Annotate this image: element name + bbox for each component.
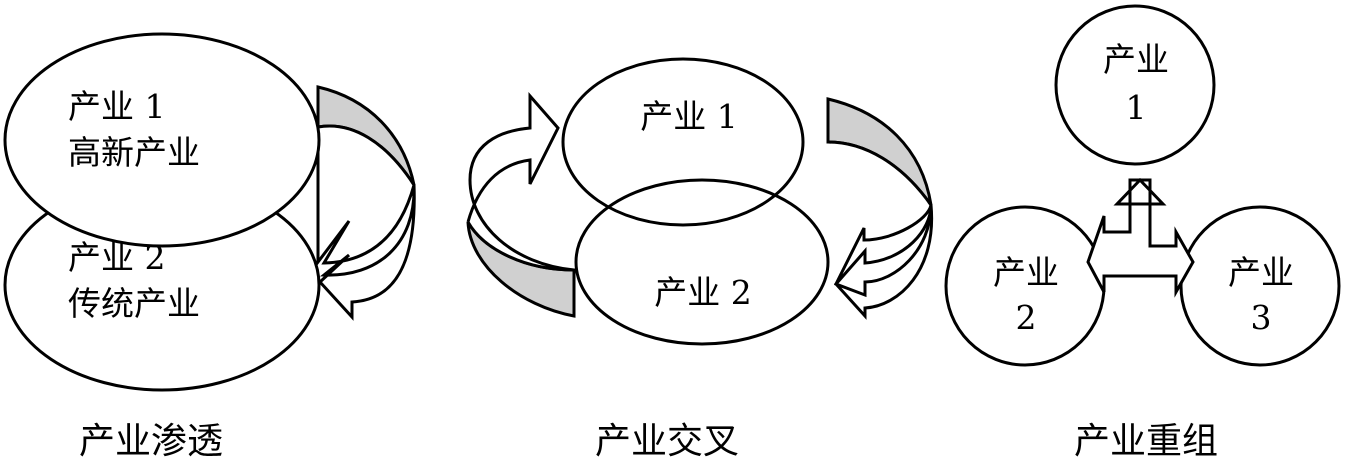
reorganization-circle-1-line1: 产业: [1103, 40, 1169, 79]
penetration-bottom-line2: 传统产业: [68, 284, 200, 323]
intersection-caption: 产业交叉: [594, 421, 740, 462]
reorganization-circle-3-line2: 3: [1250, 298, 1272, 337]
reorganization-tri-arrow: [1086, 177, 1195, 298]
reorganization-circle-1: [1054, 4, 1216, 166]
reorganization-caption: 产业重组: [1073, 421, 1219, 462]
penetration-bottom-line1: 产业 2: [68, 238, 166, 277]
intersection-bottom-ellipse: [574, 178, 830, 346]
reorganization-circle-1-line2: 1: [1125, 88, 1147, 127]
penetration-top-line2: 高新产业: [68, 133, 200, 172]
intersection-bottom-label: 产业 2: [654, 273, 752, 312]
reorganization-circle-3-line1: 产业: [1228, 253, 1294, 292]
penetration-caption: 产业渗透: [78, 421, 224, 462]
penetration-panel: [3, 32, 416, 392]
intersection-top-label: 产业 1: [640, 97, 738, 136]
reorganization-circle-2-line1: 产业: [993, 253, 1059, 292]
intersection-left-arrow: [466, 92, 575, 272]
intersection-right-arrow: [827, 140, 934, 320]
intersection-top-ellipse: [561, 57, 805, 227]
penetration-top-ellipse: [3, 32, 321, 248]
penetration-curved-arrow: [316, 124, 416, 321]
reorganization-circle-2-line2: 2: [1015, 298, 1037, 337]
intersection-panel: [466, 57, 934, 346]
reorganization-panel: [944, 4, 1341, 367]
penetration-top-line1: 产业 1: [68, 87, 166, 126]
